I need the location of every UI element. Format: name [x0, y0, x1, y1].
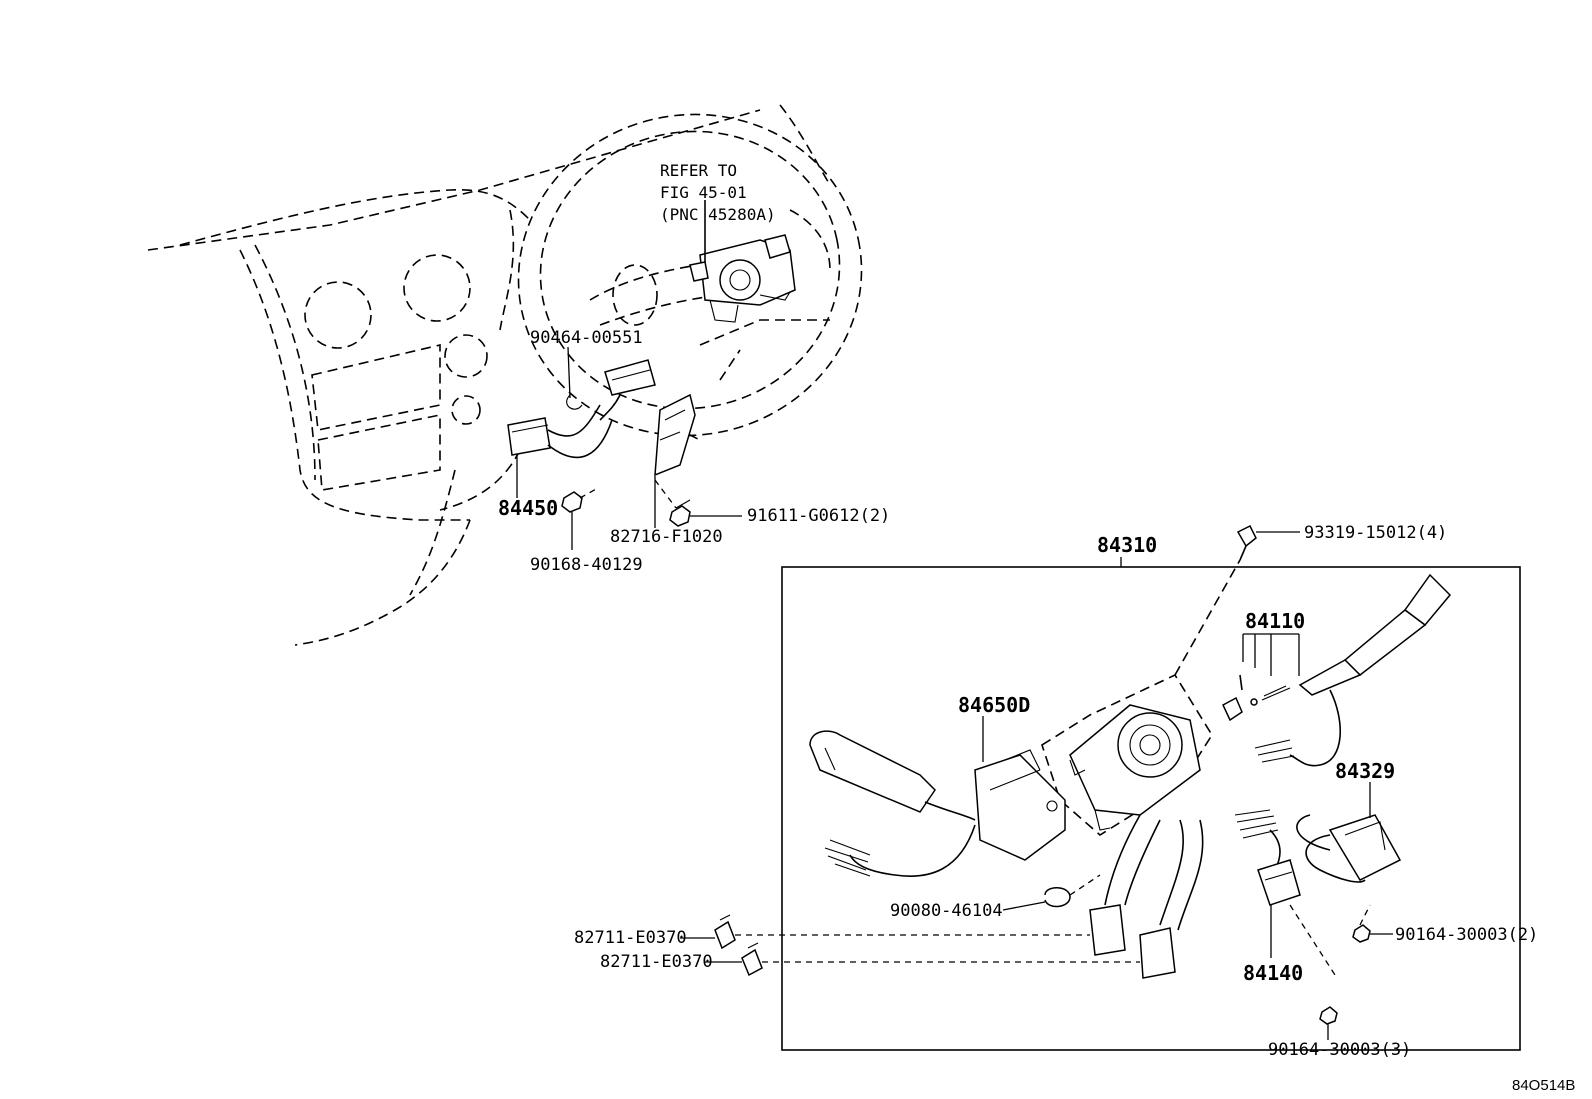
label-91611-G0612: 91611-G0612(2): [747, 506, 890, 526]
label-84450: 84450: [498, 496, 558, 520]
combination-switch-body: [1041, 559, 1241, 836]
figure-code: 84O514B: [1512, 1077, 1575, 1094]
reference-note-line-3: (PNC 45280A): [660, 205, 776, 224]
wire-harness-lower: [1089, 814, 1204, 979]
lever-84650D: [809, 716, 1066, 877]
label-90080-46104: 90080-46104: [890, 901, 1003, 921]
unit-84329: [1296, 782, 1402, 883]
screw-90168-icon: [561, 487, 599, 513]
label-93319-15012: 93319-15012(4): [1304, 523, 1447, 543]
label-82711-E0370-upper: 82711-E0370: [574, 928, 687, 948]
label-82711-E0370-lower: 82711-E0370: [600, 952, 713, 972]
lock-cylinder-assembly: [689, 200, 796, 323]
label-84110: 84110: [1245, 609, 1305, 633]
connector-84140: [1234, 809, 1336, 976]
lever-right: [1254, 573, 1452, 767]
bracket-82716: [654, 393, 696, 509]
label-84140: 84140: [1243, 961, 1303, 985]
leaders-upper: [516, 346, 742, 550]
harness-84450: [507, 359, 656, 459]
screw-90164-icon: [1319, 904, 1393, 1040]
screw-91611-icon: [669, 499, 691, 527]
reference-note-line-2: FIG 45-01: [660, 183, 747, 202]
parts-84110: [1222, 633, 1300, 722]
screw-93319-icon: [1236, 524, 1300, 561]
label-82716-F1020: 82716-F1020: [610, 527, 723, 547]
label-90464-00551: 90464-00551: [530, 328, 643, 348]
label-84650D: 84650D: [958, 693, 1030, 717]
label-90164-30003-2: 90164-30003(2): [1395, 925, 1538, 945]
label-84329: 84329: [1335, 759, 1395, 783]
clamp-90080-icon: [1002, 874, 1101, 911]
label-84310: 84310: [1097, 533, 1157, 557]
assembly-84310-frame: [781, 566, 1521, 1051]
clip-82711-icon: [680, 914, 1140, 977]
dashboard-outline: [147, 104, 831, 646]
label-90168-40129: 90168-40129: [530, 555, 643, 575]
label-90164-30003-3: 90164-30003(3): [1268, 1040, 1411, 1060]
steering-wheel-outline: [517, 113, 863, 441]
reference-note-line-1: REFER TO: [660, 161, 737, 180]
